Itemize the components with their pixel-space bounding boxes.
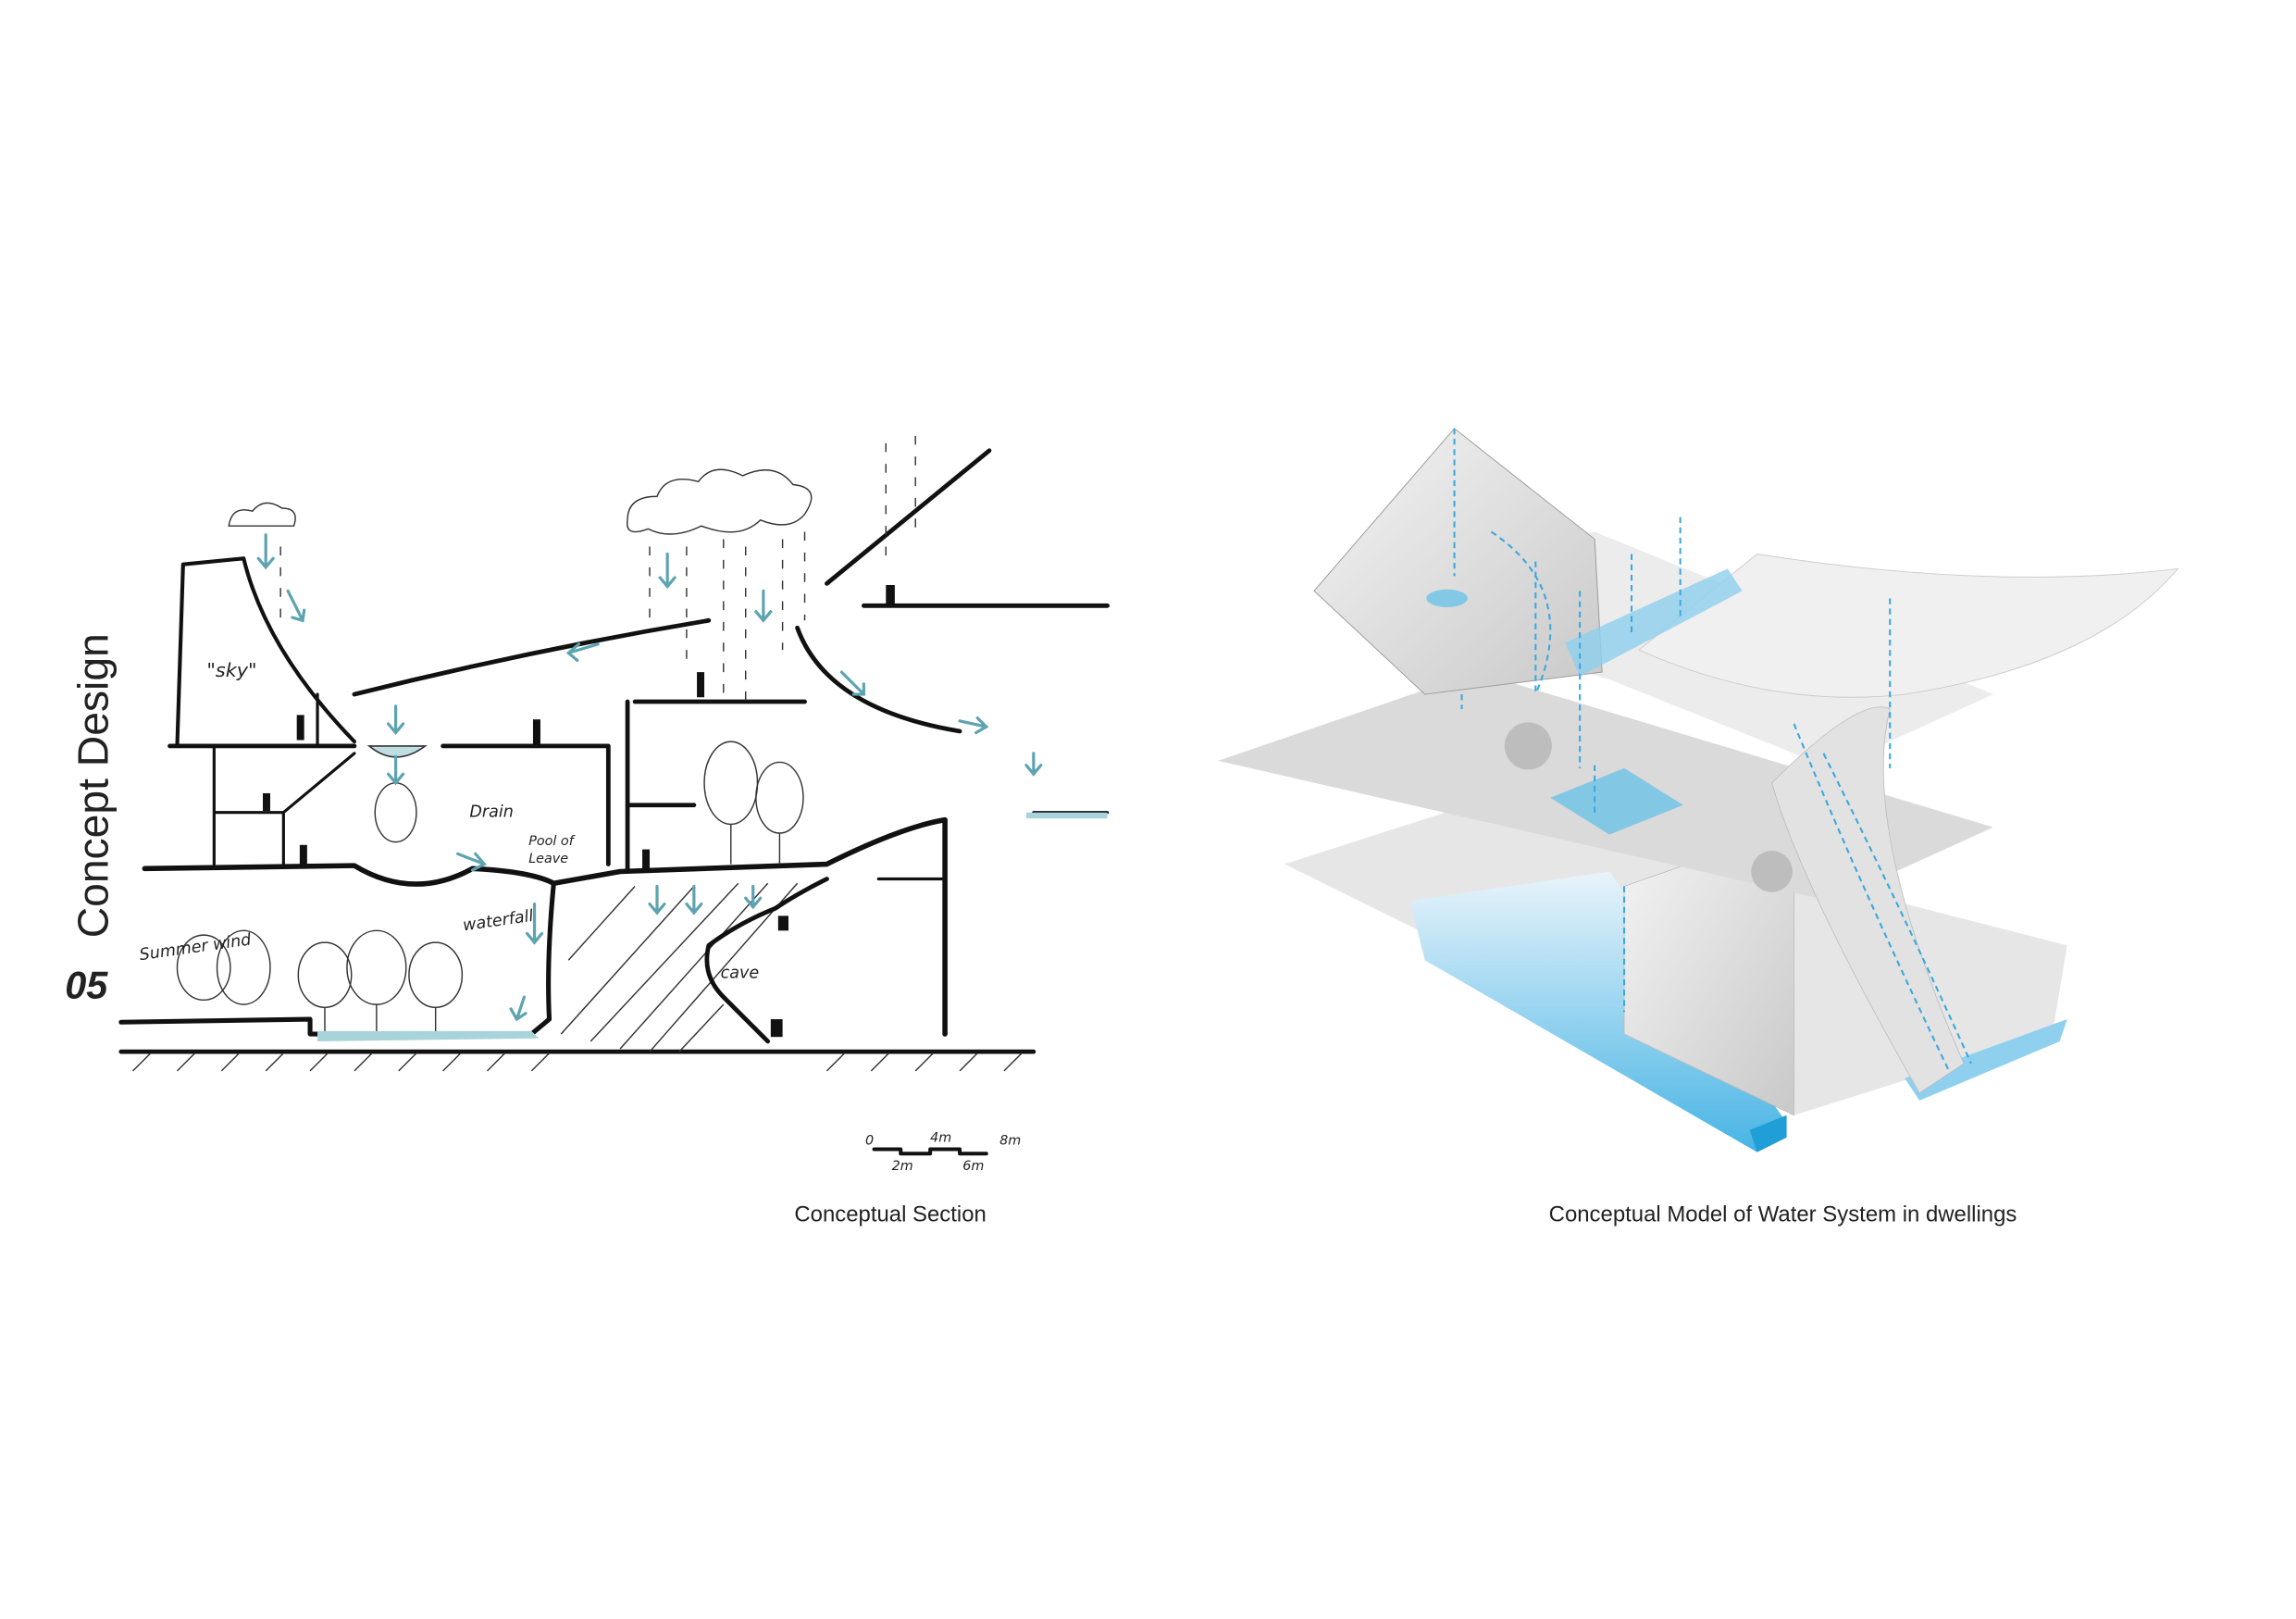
- water-ledge: [1025, 812, 1108, 819]
- people: [262, 584, 895, 1038]
- trees: [176, 741, 804, 1035]
- curved-roof: [1638, 553, 2179, 698]
- flow-arrows-dashed: [1453, 428, 1972, 1072]
- water-channel-edge: [1749, 1115, 1787, 1152]
- label-drain: Drain: [469, 803, 513, 821]
- scale-2m: 2m: [892, 1159, 913, 1174]
- water-basin: [366, 745, 428, 758]
- scale-8m: 8m: [999, 1134, 1021, 1149]
- water-flow-arrows: [256, 533, 1043, 1022]
- courtyard-pool: [1550, 767, 1683, 835]
- tree: [1751, 851, 1793, 892]
- scale-bar: 0 2m 4m 6m 8m: [865, 1130, 1021, 1173]
- water-channel-right: [1905, 1019, 2067, 1101]
- caption-water-system-model: Conceptual Model of Water System in dwel…: [1549, 1202, 2017, 1227]
- pitched-roof: [1313, 428, 1603, 695]
- curved-slide: [1771, 706, 1965, 1094]
- label-cave: cave: [721, 964, 760, 982]
- roof-sweep: [352, 617, 712, 697]
- water-stream: [317, 1030, 540, 1041]
- label-waterfall: waterfall: [462, 907, 535, 935]
- left-house-roof: [175, 556, 356, 748]
- scale-0: 0: [865, 1134, 874, 1149]
- section-number: 05: [65, 964, 108, 1007]
- rain-streaks: [279, 435, 916, 710]
- scale-6m: 6m: [962, 1159, 984, 1174]
- floor: [168, 743, 611, 866]
- label-pool-2: Leave: [528, 852, 568, 866]
- water-system-model: [1218, 428, 2179, 1152]
- label-sky: "sky": [206, 659, 256, 681]
- water-channel-left: [1409, 871, 1787, 1152]
- cloud: [627, 468, 813, 535]
- cave-outline: [704, 877, 829, 1044]
- roof-pool: [1426, 589, 1468, 607]
- earth-hatching: [132, 882, 1023, 1072]
- roof-water-strip: [1565, 568, 1743, 677]
- cloud: [228, 502, 296, 527]
- lower-ground: [118, 880, 556, 1037]
- section-title: Concept Design: [68, 633, 117, 938]
- scale-4m: 4m: [930, 1130, 951, 1145]
- conceptual-section-sketch: "sky" Drain Pool of Leave waterfall Summ…: [118, 435, 1111, 1174]
- label-summer-wind: Summer wind: [138, 930, 253, 965]
- right-house: [625, 448, 1111, 874]
- ledges: [876, 811, 1110, 881]
- interior-walls: [212, 692, 356, 866]
- ground-line: [142, 816, 948, 1037]
- tree: [1504, 722, 1552, 770]
- label-pool-1: Pool of: [528, 834, 576, 849]
- caption-conceptual-section: Conceptual Section: [794, 1202, 986, 1227]
